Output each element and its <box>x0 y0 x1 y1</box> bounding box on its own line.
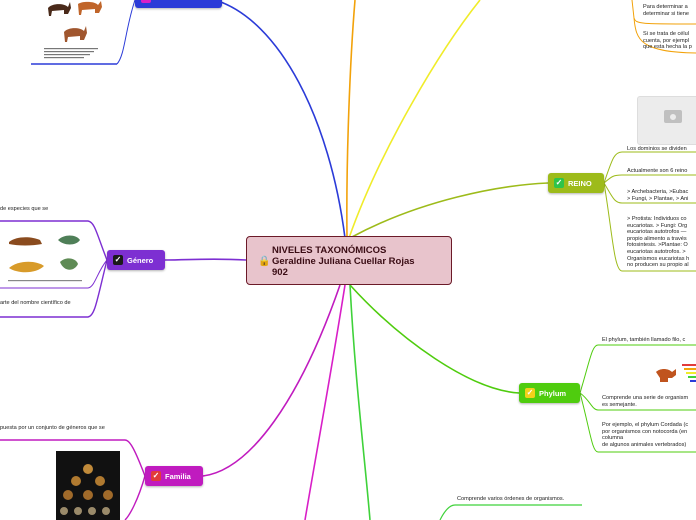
sub-link-phylum-2 <box>579 392 696 411</box>
topic-familia-node[interactable]: ✓ Familia <box>145 466 203 486</box>
salamanders-illustration <box>8 235 82 282</box>
reino-text-4: > Protista: Individuos co eucariotas. > … <box>627 216 690 269</box>
bottom-text-1: Comprende varios órdenes de organismos. <box>457 496 565 502</box>
phylum-text-2: Comprende una serie de organism es semej… <box>602 395 689 408</box>
phylum-label: Phylum <box>539 388 567 398</box>
phylum-text-3: Por ejemplo, el phylum Cordada (c por or… <box>602 422 689 448</box>
genero-text-2: arte del nombre científico de <box>0 300 71 306</box>
familia-label: Familia <box>165 471 191 481</box>
check-icon: ✓ <box>525 388 535 398</box>
check-icon: ✓ <box>113 255 123 265</box>
phylum-illustration <box>656 364 696 382</box>
genero-text-1: de especies que se <box>0 206 49 212</box>
family-tree-illustration <box>56 451 120 520</box>
topic-reino-node[interactable]: ✓ REINO <box>548 173 604 193</box>
reino-text-1: Los dominios se dividen <box>627 146 687 152</box>
image-placeholder <box>637 96 696 145</box>
sub-link-genero-1 <box>0 220 108 261</box>
sub-link-reino-3 <box>603 182 696 204</box>
central-topic-title: NIVELES TAXONÓMICOS Geraldine Juliana Cu… <box>272 245 415 278</box>
check-icon: ✓ <box>151 471 161 481</box>
phylum-text-1: El phylum, también llamado filo, c <box>602 337 686 343</box>
link-magenta-bottom <box>304 284 346 520</box>
link-green-bottom <box>349 284 371 520</box>
sub-link-familia-2 <box>124 475 146 520</box>
link-genero <box>164 258 247 261</box>
check-icon: ✓ <box>554 178 564 188</box>
link-yellow <box>348 0 481 239</box>
sub-link-genero-3 <box>0 259 108 318</box>
link-reino <box>349 182 549 239</box>
sub-link-especie <box>116 0 136 65</box>
link-orange <box>346 0 356 239</box>
sub-link-reino-2 <box>603 174 696 184</box>
top-right-text-1: Para determinar a determinar si tiene <box>643 4 690 17</box>
horses-illustration <box>44 1 102 59</box>
link-especie <box>214 0 346 239</box>
central-topic[interactable]: 🔒 NIVELES TAXONÓMICOS Geraldine Juliana … <box>246 236 452 285</box>
topic-especie-node[interactable]: ✓ <box>135 0 222 8</box>
reino-label: REINO <box>568 178 592 188</box>
sub-link-familia-1 <box>0 439 146 477</box>
reino-text-3: > Archebacteria, >Eubac > Fungi, > Plant… <box>627 189 689 202</box>
lock-icon: 🔒 <box>258 256 271 267</box>
camera-icon <box>664 110 682 123</box>
sub-link-phylum-3 <box>579 392 696 453</box>
sub-link-yellow-2 <box>633 17 696 54</box>
check-icon: ✓ <box>141 0 151 3</box>
sub-link-phylum-1 <box>579 344 696 394</box>
link-phylum <box>349 284 520 394</box>
genero-label: Género <box>127 255 154 265</box>
sub-link-reino-4 <box>603 182 696 272</box>
reino-text-2: Actualmente son 6 reino <box>627 168 688 174</box>
top-right-text-2: Si se trata de célul cuenta, por ejempl … <box>643 31 692 51</box>
topic-phylum-node[interactable]: ✓ Phylum <box>519 383 580 403</box>
topic-genero-node[interactable]: ✓ Género <box>107 250 165 270</box>
link-familia <box>202 284 341 477</box>
sub-link-genero-2 <box>0 259 108 289</box>
sub-link-reino-1 <box>603 151 696 184</box>
familia-text-1: puesta por un conjunto de géneros que se <box>0 425 105 431</box>
sub-link-bottom <box>439 504 582 520</box>
